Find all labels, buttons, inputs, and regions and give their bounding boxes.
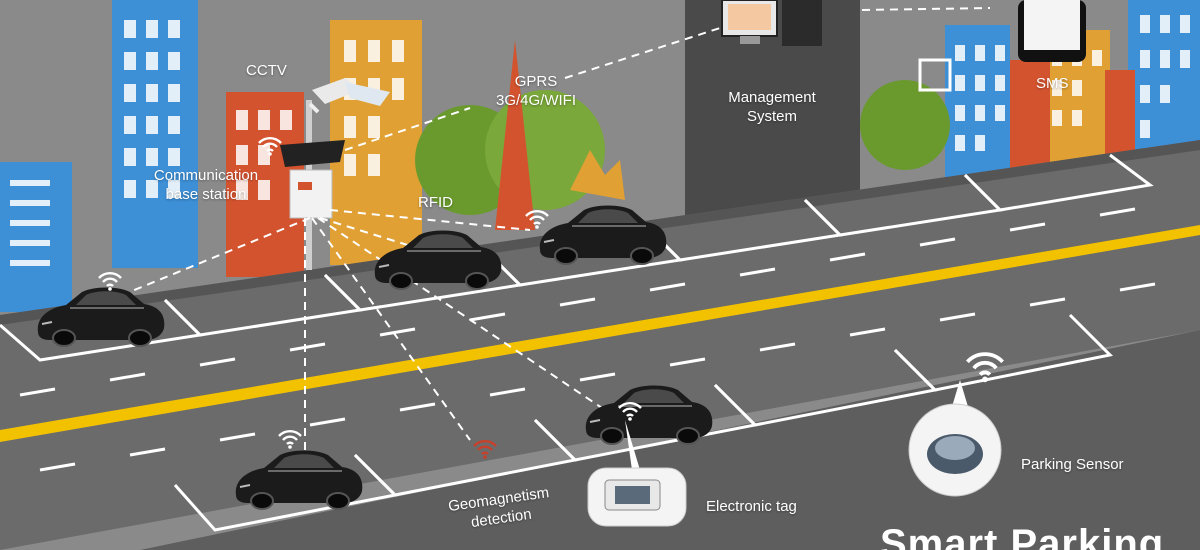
cctv-label: CCTV (246, 62, 287, 79)
management-label-line1: Management (728, 89, 816, 106)
gprs-label-line2: 3G/4G/WIFI (495, 92, 576, 109)
management-label-line2: System (746, 108, 797, 125)
building-windows (10, 15, 1190, 266)
geomagnetism-signal-icon (473, 440, 497, 459)
gprs-label-line1: GPRS (514, 73, 558, 90)
parking-bays-lower (173, 313, 1114, 532)
management-system-label: Management System (712, 88, 832, 126)
comm-label-line1: Communication (153, 167, 259, 184)
electronic-tag-icon (587, 420, 687, 527)
comm-label-line2: base station (165, 186, 247, 203)
page-title: Smart Parking (880, 522, 1165, 550)
electronic-tag-label: Electronic tag (706, 498, 797, 515)
wifi-signal-icon (965, 352, 1005, 383)
communication-base-station-icon (280, 78, 390, 270)
communication-base-station-label: Communication base station (136, 166, 276, 204)
lane-dashes (19, 207, 1156, 472)
parking-bays-upper (0, 153, 1154, 362)
sms-label: SMS (1036, 75, 1069, 92)
center-line (0, 225, 1200, 442)
sms-phone-icon (1018, 0, 1086, 62)
parking-sensor-icon (908, 380, 1002, 497)
parking-sensor-label: Parking Sensor (1021, 456, 1124, 473)
trees (415, 40, 952, 230)
computer-icon (721, 0, 822, 46)
gprs-label: GPRS 3G/4G/WIFI (482, 72, 590, 110)
rfid-label: RFID (418, 194, 453, 211)
